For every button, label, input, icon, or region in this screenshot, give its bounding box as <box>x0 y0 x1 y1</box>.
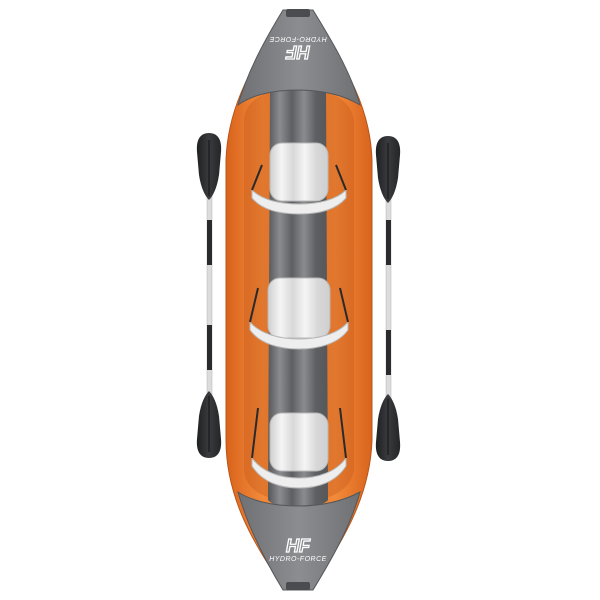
bow-logo-text: HYDRO-FORCE <box>269 35 327 42</box>
stern-deck: HF HYDRO-FORCE <box>237 490 361 591</box>
bow-deck: HF HYDRO-FORCE <box>237 9 361 107</box>
kayak: HF HYDRO-FORCE HF HYDRO-FORCE <box>225 9 373 591</box>
seat-middle <box>249 277 349 350</box>
stern-logo-text: HYDRO-FORCE <box>269 556 327 563</box>
bow-hf-logo: HF <box>285 42 310 62</box>
seat-front <box>251 142 347 215</box>
right-paddle <box>375 136 401 461</box>
seat-rear <box>251 407 347 489</box>
left-paddle <box>196 133 222 458</box>
stern-hf-logo: HF <box>286 536 311 556</box>
